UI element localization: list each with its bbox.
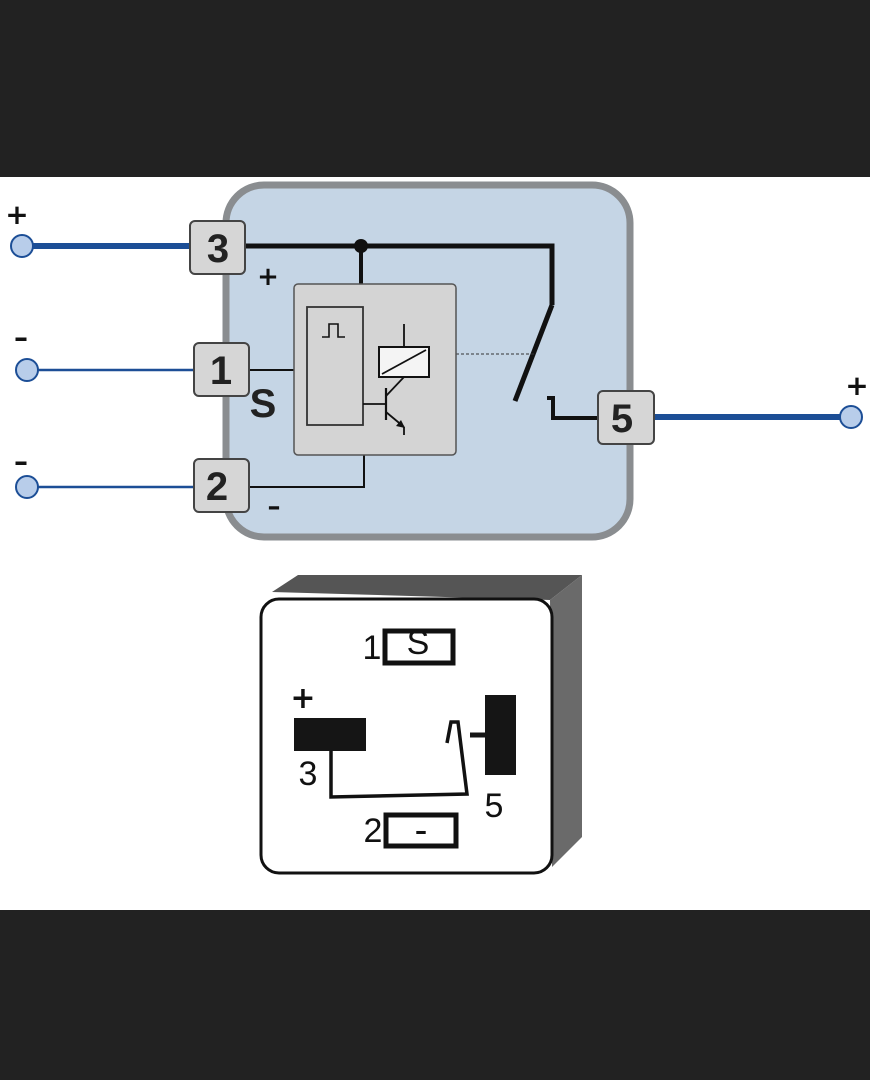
pin-1: 1 [193, 342, 250, 397]
supply-label: + [257, 262, 279, 292]
slot-1-label: S [407, 624, 430, 662]
terminal-minus-1 [15, 358, 39, 382]
ground-line [249, 455, 365, 488]
pin-1-label: 1 [210, 349, 232, 393]
terminal-minus-1-label: – [14, 321, 28, 354]
module-box [293, 283, 457, 456]
slot-1 [382, 628, 456, 666]
relay-schematic: + – – + [5, 181, 869, 541]
signal-label: S [250, 382, 277, 426]
slot-2-label: – [415, 817, 427, 845]
diagram-panel: + – – + [0, 177, 870, 910]
terminal-minus-2-label: – [14, 445, 28, 478]
connector-contact-path [329, 720, 469, 799]
relay-diagram: + – – + [5, 181, 869, 875]
pin-5: 5 [597, 390, 655, 445]
slot-2 [383, 812, 459, 849]
connector-pinout: S 1 – 2 + 3 5 [259, 575, 582, 875]
box-top-face [272, 575, 582, 600]
slot-1-number: 1 [363, 629, 382, 667]
control-module [293, 283, 457, 456]
switch-contact-arm [512, 304, 555, 402]
terminal-minus-2 [15, 475, 39, 499]
pin-3-label: 3 [207, 227, 229, 271]
ground-label: – [268, 492, 281, 522]
pin-5-label: 5 [611, 397, 633, 441]
terminal-plus-in-label: + [5, 198, 28, 231]
pin-2: 2 [193, 458, 250, 513]
box-front-face [259, 597, 554, 875]
pin-2-label: 2 [206, 465, 228, 509]
terminal-plus-out-label: + [845, 369, 868, 402]
switch-fixed-contact [547, 396, 598, 420]
junction-dot [354, 239, 368, 253]
terminal-plus-in [10, 234, 34, 258]
supply-bus [245, 243, 555, 305]
slot-3 [294, 718, 366, 751]
slot-3-number: 3 [299, 755, 318, 793]
pulse-generator [306, 306, 364, 426]
pin-3: 3 [189, 220, 246, 275]
terminal-plus-out [839, 405, 863, 429]
transistor-icon [363, 376, 405, 435]
pulse-icon [322, 323, 345, 338]
slot-2-number: 2 [364, 812, 383, 850]
slot-5 [485, 695, 516, 775]
slot-3-sign: + [290, 681, 315, 716]
slot-5-number: 5 [485, 787, 504, 825]
box-side-face [550, 575, 582, 867]
